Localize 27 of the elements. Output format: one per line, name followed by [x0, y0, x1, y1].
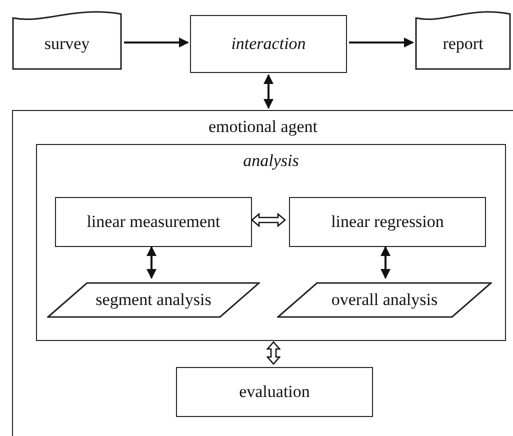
arrow [380, 246, 390, 279]
data-parallelogram [277, 282, 492, 318]
arrow [124, 38, 189, 48]
data-parallelogram [47, 282, 260, 318]
node-label: linear measurement [86, 211, 220, 234]
node-label: emotional agent [208, 116, 318, 138]
node-label: analysis [243, 150, 299, 172]
node-label: evaluation [239, 381, 310, 404]
process-box [176, 367, 373, 417]
arrow [264, 74, 274, 109]
process-box [55, 197, 252, 247]
process-box [289, 197, 486, 247]
arrow [349, 38, 414, 48]
document-shape [415, 10, 511, 70]
hollow-double-arrow [266, 341, 281, 365]
process-box [190, 15, 347, 73]
node-label: segment analysis [96, 289, 212, 312]
agent-panel [12, 110, 513, 436]
node-label: survey [44, 33, 90, 56]
group-box [36, 144, 506, 341]
hollow-double-arrow [251, 212, 286, 228]
node-label: overall analysis [331, 289, 438, 312]
node-label: linear regression [331, 211, 444, 234]
document-shape [12, 10, 122, 70]
node-label: interaction [231, 33, 306, 56]
node-label: report [442, 33, 484, 56]
arrow [146, 246, 156, 279]
